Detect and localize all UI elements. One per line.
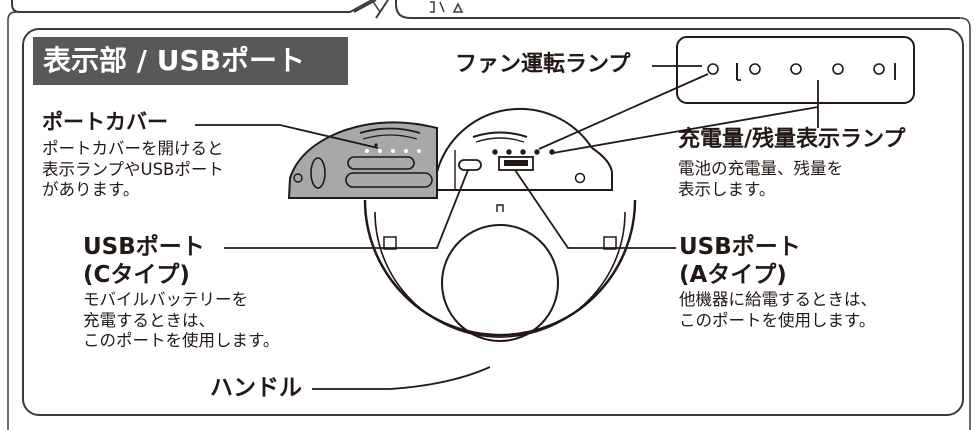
outer-frame xyxy=(7,0,381,430)
charge-lamp-desc-line-2: 表示します。 xyxy=(678,179,776,199)
usb-a-label: USBポート (Aタイプ) xyxy=(679,233,801,289)
panel-border xyxy=(22,28,964,416)
usb-c-label-line-1: USBポート xyxy=(83,234,205,260)
usb-a-label-line-2: (Aタイプ) xyxy=(679,262,787,289)
fan-lamp-label: ファン運転ランプ xyxy=(455,52,631,77)
usb-a-label-line-1: USBポート xyxy=(679,234,801,260)
usb-c-desc: モバイルバッテリーを 充電するときは、 このポートを使用します。 xyxy=(83,290,279,352)
top-frame-remnant xyxy=(11,0,960,19)
charge-lamp-desc-line-1: 電池の充電量、残量を xyxy=(678,159,843,178)
charge-lamp-desc: 電池の充電量、残量を 表示します。 xyxy=(678,159,843,200)
usb-c-label: USBポート (Cタイプ) xyxy=(83,233,205,289)
usb-a-desc-line-2: このポートを使用します。 xyxy=(679,310,876,330)
usb-a-desc: 他機器に給電するときは、 このポートを使用します。 xyxy=(679,290,877,331)
port-cover-label: ポートカバー xyxy=(42,110,168,134)
charge-lamp-label: 充電量/残量表示ランプ xyxy=(678,127,906,152)
usb-c-desc-line-3: このポートを使用します。 xyxy=(83,331,280,351)
usb-a-desc-line-1: 他機器に給電するときは、 xyxy=(679,290,877,309)
port-cover-desc-line-2: 表示ランプやUSBポート xyxy=(42,159,224,179)
port-cover-desc-line-1: ポートカバーを開けると xyxy=(42,139,224,158)
section-title: 表示部 / USBポート xyxy=(33,37,348,85)
outer-frame-right xyxy=(959,17,971,430)
port-cover-desc: ポートカバーを開けると 表示ランプやUSBポート があります。 xyxy=(42,139,224,201)
usb-c-label-line-2: (Cタイプ) xyxy=(83,262,190,289)
device-body xyxy=(363,107,637,342)
usb-c-desc-line-2: 充電するときは、 xyxy=(83,310,215,330)
port-cover-flap xyxy=(287,121,438,199)
lamp-panel-callout xyxy=(676,36,915,104)
usb-c-desc-line-1: モバイルバッテリーを xyxy=(83,290,248,309)
handle-label: ハンドル xyxy=(210,375,302,401)
port-cover-desc-line-3: があります。 xyxy=(42,180,140,200)
leader-lines xyxy=(195,65,819,390)
